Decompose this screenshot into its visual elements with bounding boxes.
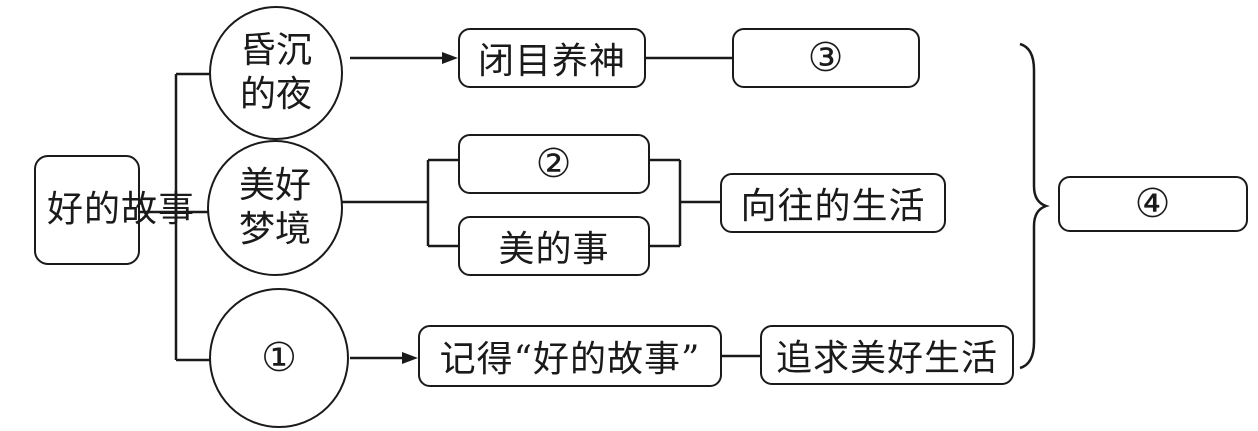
branch-blank1-circle: ① bbox=[209, 288, 349, 428]
branch-dream-label: 美好梦境 bbox=[238, 165, 311, 250]
branch-night-circle: 昏沉的夜 bbox=[209, 6, 343, 140]
dream-bottom-label: 美的事 bbox=[498, 229, 610, 270]
branch-night-label: 昏沉的夜 bbox=[239, 30, 312, 115]
night-arrow-head bbox=[442, 52, 458, 64]
night-action-box: 闭目养神 bbox=[458, 28, 646, 88]
dream-bottom-box: 美的事 bbox=[458, 216, 650, 276]
blank1-arrow-head bbox=[402, 352, 418, 364]
branch-blank1-label: ① bbox=[261, 335, 297, 381]
third-action-box: 记得“好的故事” bbox=[418, 325, 722, 387]
third-result-box: 追求美好生活 bbox=[760, 325, 1014, 385]
night-action-label: 闭目养神 bbox=[477, 41, 626, 82]
dream-result-label: 向往的生活 bbox=[740, 186, 926, 227]
third-action-label: 记得“好的故事” bbox=[439, 339, 701, 380]
night-result-box: ③ bbox=[732, 28, 920, 88]
root-label: 好的故事 bbox=[47, 189, 196, 230]
root-box: 好的故事 bbox=[34, 155, 196, 265]
dream-top-box: ② bbox=[458, 134, 650, 194]
night-result-label: ③ bbox=[807, 35, 845, 81]
summary-box: ④ bbox=[1058, 176, 1248, 232]
branch-dream-circle: 美好梦境 bbox=[207, 140, 343, 276]
dream-result-box: 向往的生活 bbox=[720, 173, 946, 233]
third-result-label: 追求美好生活 bbox=[775, 338, 998, 379]
summary-brace bbox=[1019, 42, 1050, 370]
dream-top-label: ② bbox=[535, 141, 573, 187]
summary-label: ④ bbox=[1134, 181, 1172, 227]
